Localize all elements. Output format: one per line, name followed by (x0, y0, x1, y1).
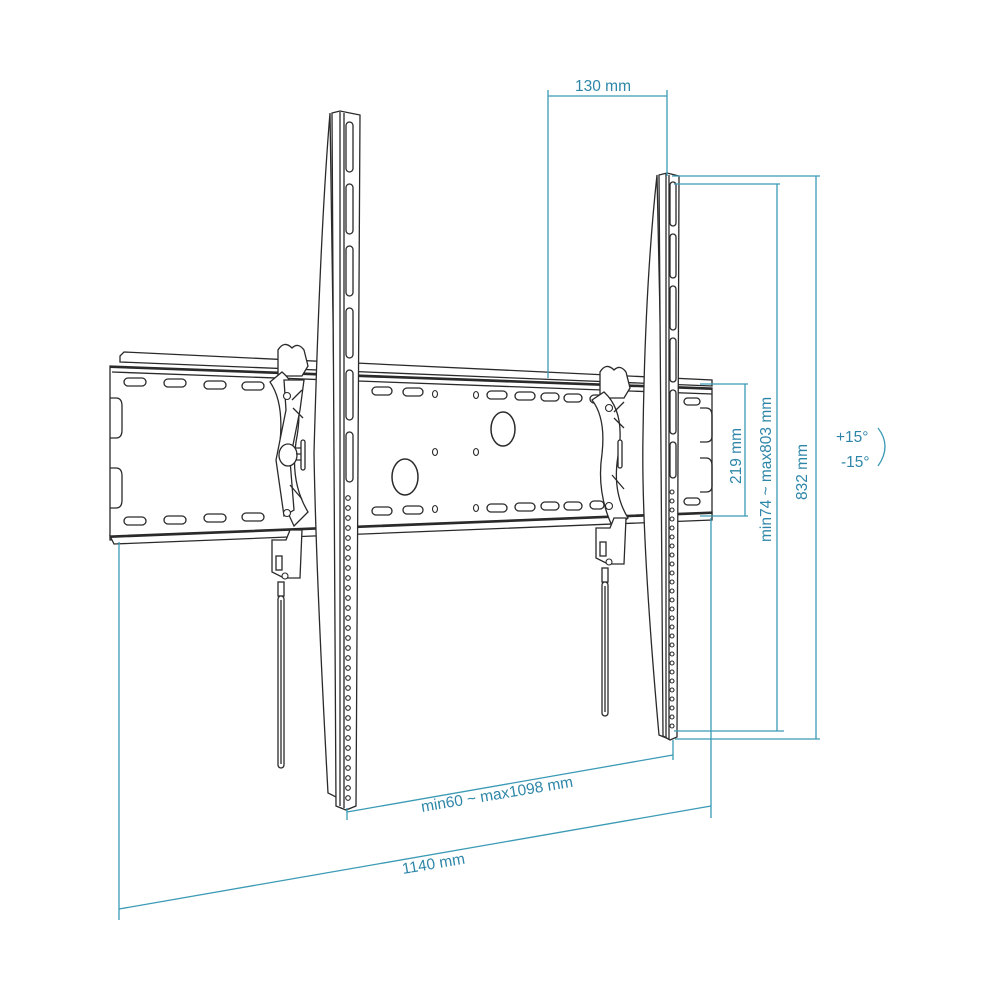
depth-label: 130 mm (575, 78, 631, 95)
right-tilt-bracket (591, 365, 631, 566)
cable-hole-left (391, 458, 419, 496)
cable-hole-right (490, 411, 516, 447)
wall-plate (108, 351, 713, 545)
left-vertical-arm (313, 110, 361, 811)
vertical-hole-range-label: min74 ~ max803 mm (758, 397, 775, 542)
right-vertical-arm (642, 172, 680, 741)
right-safety-cord[interactable] (601, 567, 609, 717)
right-arm-hole-column (669, 489, 675, 729)
horizontal-hole-range-label: min60 ~ max1098 mm (420, 774, 574, 816)
wall-plate-height-label: 219 mm (728, 428, 745, 484)
total-width-label: 1140 mm (401, 851, 466, 878)
tilt-up-label: +15° (836, 429, 869, 446)
tilt-down-label: -15° (841, 454, 870, 471)
dimension-lines (118, 90, 886, 920)
wall-plate-screw-holes (431, 389, 480, 514)
left-knob-icon[interactable] (278, 443, 298, 467)
left-arm-hole-column (345, 495, 351, 801)
left-safety-cord[interactable] (277, 581, 285, 769)
arm-height-label: 832 mm (794, 444, 811, 500)
wall-plate-bottom-slots (123, 497, 701, 526)
tilt-arc-icon (877, 427, 886, 467)
left-tilt-bracket (269, 343, 309, 580)
